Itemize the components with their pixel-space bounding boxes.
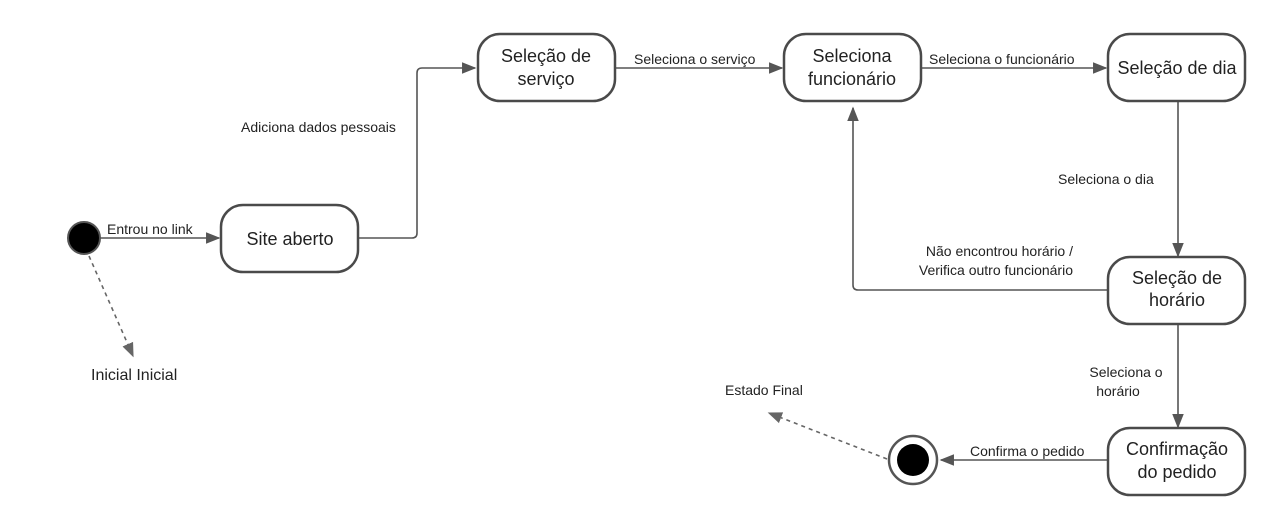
edge-final-annotation xyxy=(767,412,888,460)
edge-nao-encontrou xyxy=(847,106,1108,291)
annotation-inicial: Inicial Inicial xyxy=(91,367,177,384)
state-confirmacao-pedido-label-1: Confirmação xyxy=(1126,439,1228,459)
annotation-estado-final: Estado Final xyxy=(725,382,803,398)
state-confirmacao-pedido-label-2: do pedido xyxy=(1137,462,1216,482)
final-state-node xyxy=(887,434,939,486)
label-seleciona-horario-2: horário xyxy=(1096,383,1140,399)
state-selecao-dia: Seleção de dia xyxy=(1106,32,1247,103)
state-site-aberto: Site aberto xyxy=(219,203,360,274)
label-seleciona-servico: Seleciona o serviço xyxy=(634,51,756,67)
state-selecao-servico-label-2: serviço xyxy=(517,69,574,89)
state-seleciona-funcionario-label-2: funcionário xyxy=(808,69,896,89)
state-confirmacao-pedido: Confirmação do pedido xyxy=(1106,426,1247,497)
label-nao-encontrou-2: Verifica outro funcionário xyxy=(919,262,1073,278)
initial-state-node xyxy=(67,221,101,255)
label-confirma-pedido: Confirma o pedido xyxy=(970,443,1085,459)
edge-initial-annotation xyxy=(88,255,134,358)
state-selecao-horario-label-2: horário xyxy=(1149,290,1205,310)
label-entrou-no-link: Entrou no link xyxy=(107,221,194,237)
label-seleciona-horario-1: Seleciona o xyxy=(1089,364,1162,380)
state-site-aberto-label: Site aberto xyxy=(246,229,333,249)
state-selecao-dia-label: Seleção de dia xyxy=(1117,58,1237,78)
state-selecao-servico-label-1: Seleção de xyxy=(501,46,591,66)
label-adiciona-dados: Adiciona dados pessoais xyxy=(241,119,396,135)
state-seleciona-funcionario: Seleciona funcionário xyxy=(782,32,923,103)
label-seleciona-funcionario: Seleciona o funcionário xyxy=(929,51,1075,67)
state-selecao-horario: Seleção de horário xyxy=(1106,255,1247,326)
state-seleciona-funcionario-label-1: Seleciona xyxy=(812,46,892,66)
state-selecao-horario-label-1: Seleção de xyxy=(1132,268,1222,288)
label-nao-encontrou-1: Não encontrou horário / xyxy=(926,243,1073,259)
state-selecao-servico: Seleção de serviço xyxy=(476,32,617,103)
label-seleciona-dia: Seleciona o dia xyxy=(1058,171,1154,187)
edge-adiciona-dados xyxy=(358,62,477,239)
